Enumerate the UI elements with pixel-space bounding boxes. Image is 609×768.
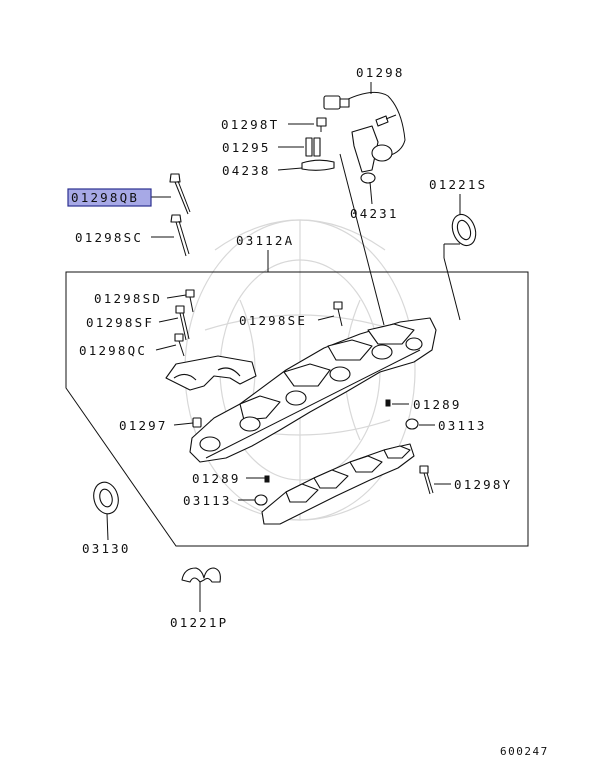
label-01297: 01297 (119, 418, 168, 433)
label-01295: 01295 (222, 140, 271, 155)
label-03113-upper: 03113 (438, 418, 487, 433)
bracket-bolt-01298T (316, 117, 327, 132)
label-01298QC: 01298QC (79, 343, 147, 358)
camshaft-cap-lower (261, 443, 415, 525)
label-01298T: 01298T (221, 117, 279, 132)
leader-lines (106, 82, 461, 612)
bolt-01298Y (419, 465, 434, 495)
bolt-01298SE (333, 301, 343, 327)
dowel-01297 (192, 417, 202, 428)
sensor-bolt (375, 114, 397, 127)
label-03112A: 03112A (236, 233, 294, 248)
cam-cap-small (165, 355, 257, 391)
bolt-01298QB (169, 173, 191, 215)
clamp-04238 (301, 159, 335, 171)
label-04231: 04231 (350, 206, 399, 221)
label-01298SD: 01298SD (94, 291, 162, 306)
label-04238: 04238 (222, 163, 271, 178)
plug-03113-upper (405, 418, 419, 430)
seal-03130 (93, 481, 119, 515)
highlight-box (67, 188, 152, 207)
label-01289-upper: 01289 (413, 397, 462, 412)
bracket-01295 (305, 137, 321, 157)
cap-01221P (181, 567, 221, 583)
label-01298SC: 01298SC (75, 230, 143, 245)
cam-position-sensor (323, 91, 406, 184)
label-01221P: 01221P (170, 615, 228, 630)
bolt-01298QC (174, 333, 185, 357)
label-01289-lower: 01289 (192, 471, 241, 486)
label-03130: 03130 (82, 541, 131, 556)
bolt-01298SF (175, 305, 190, 341)
bolt-01298SD (185, 289, 195, 313)
plug-03113-lower (254, 494, 268, 506)
label-01298QB[interactable]: 01298QB (71, 190, 139, 205)
camshaft-cap-main (189, 317, 437, 463)
bolt-01298SC (170, 214, 190, 257)
figure-code: 600247 (500, 745, 549, 758)
label-03113-lower: 03113 (183, 493, 232, 508)
pin-01289-lower (264, 475, 270, 483)
label-01298SE: 01298SE (239, 313, 307, 328)
seal-01221S (451, 213, 477, 247)
label-01298: 01298 (356, 65, 405, 80)
label-01221S: 01221S (429, 177, 487, 192)
pin-01289-upper (385, 399, 391, 407)
label-01298SF: 01298SF (86, 315, 154, 330)
label-01298Y: 01298Y (454, 477, 512, 492)
assembly-outline (65, 271, 529, 547)
